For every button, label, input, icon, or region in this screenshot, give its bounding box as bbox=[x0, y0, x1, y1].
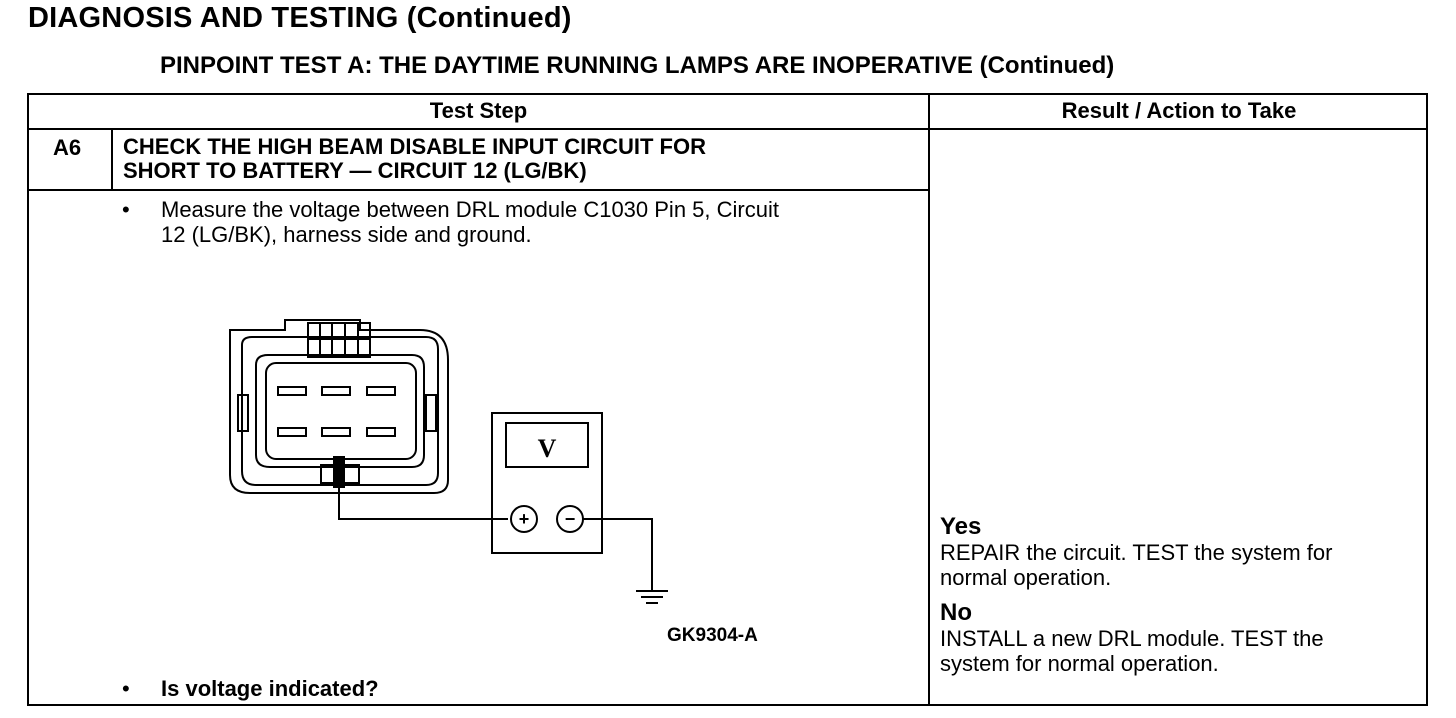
minus-icon: − bbox=[565, 509, 576, 529]
test-step-header: Test Step bbox=[429, 98, 528, 123]
step-title: CHECK THE HIGH BEAM DISABLE INPUT CIRCUI… bbox=[123, 135, 903, 183]
yes-action-line-1: REPAIR the circuit. TEST the system for bbox=[940, 540, 1333, 565]
connector-pin bbox=[321, 427, 351, 437]
connector-voltmeter-diagram: V + − bbox=[229, 319, 668, 604]
connector-pin bbox=[366, 386, 396, 396]
no-label: No bbox=[940, 599, 972, 626]
connector-inner-shell bbox=[241, 336, 439, 486]
pinpoint-test-table: Test Step Result / Action to Take A6 CHE… bbox=[27, 93, 1428, 706]
header-divider bbox=[29, 128, 1428, 130]
connector-cavity bbox=[265, 362, 417, 460]
connector-pin bbox=[277, 427, 307, 437]
step-id-divider bbox=[111, 130, 113, 190]
connector-body bbox=[229, 319, 449, 494]
voltmeter-body bbox=[491, 412, 603, 554]
step-title-line-2: SHORT TO BATTERY — CIRCUIT 12 (LG/BK) bbox=[123, 158, 587, 183]
pinpoint-test-title: PINPOINT TEST A: THE DAYTIME RUNNING LAM… bbox=[160, 52, 1115, 79]
instruction-line-1: Measure the voltage between DRL module C… bbox=[161, 197, 779, 222]
negative-test-lead bbox=[583, 518, 653, 591]
connector-pin bbox=[321, 386, 351, 396]
step-title-line-1: CHECK THE HIGH BEAM DISABLE INPUT CIRCUI… bbox=[123, 134, 706, 159]
page-title: DIAGNOSIS AND TESTING (Continued) bbox=[28, 2, 572, 34]
column-divider bbox=[928, 95, 930, 706]
no-action-line-2: system for normal operation. bbox=[940, 651, 1219, 676]
question-text: Is voltage indicated? bbox=[161, 676, 379, 701]
figure-id: GK9304-A bbox=[667, 625, 758, 646]
instruction-text: Measure the voltage between DRL module C… bbox=[161, 197, 921, 247]
connector-face bbox=[255, 354, 425, 468]
no-action-line-1: INSTALL a new DRL module. TEST the bbox=[940, 626, 1324, 651]
probe-tip bbox=[333, 456, 345, 488]
bullet-icon: • bbox=[122, 676, 130, 701]
plus-icon: + bbox=[519, 509, 530, 529]
voltmeter-symbol: V bbox=[538, 434, 557, 463]
voltmeter-display bbox=[505, 422, 589, 468]
connector-side-tab-right bbox=[425, 394, 437, 432]
yes-label: Yes bbox=[940, 513, 982, 540]
step-title-divider bbox=[29, 189, 928, 191]
yes-action-line-2: normal operation. bbox=[940, 565, 1112, 590]
result-header: Result / Action to Take bbox=[1061, 98, 1297, 123]
bullet-icon: • bbox=[122, 197, 130, 222]
connector-pin bbox=[366, 427, 396, 437]
connector-side-tab-left bbox=[237, 394, 249, 432]
instruction-line-2: 12 (LG/BK), harness side and ground. bbox=[161, 222, 532, 247]
yes-action: REPAIR the circuit. TEST the system for … bbox=[940, 540, 1420, 590]
no-action: INSTALL a new DRL module. TEST the syste… bbox=[940, 626, 1420, 676]
positive-test-lead bbox=[338, 487, 508, 520]
voltmeter-positive-terminal bbox=[510, 505, 538, 533]
connector-pin bbox=[277, 386, 307, 396]
step-id: A6 bbox=[53, 135, 82, 160]
